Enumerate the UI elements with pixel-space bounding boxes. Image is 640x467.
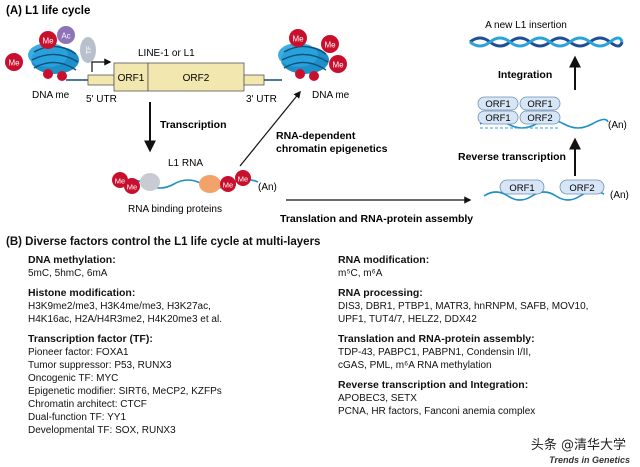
factor-list-line: H4K16ac, H2A/H4R3me2, H4K20me3 et al.: [28, 314, 222, 325]
l1-life-cycle-diagram: (A) L1 life cycle Me Me Ac DNA me TF LIN…: [5, 5, 629, 225]
orf2-protein: [519, 110, 561, 125]
factor-list-line: TDP-43, PABPC1, PABPN1, Condensin I/II,: [338, 347, 532, 358]
panel-b-heading: (B) Diverse factors control the L1 life …: [6, 236, 321, 248]
factor-category-heading: RNA processing:: [338, 287, 423, 299]
panel-b-left-column: DNA methylation: 5mC, 5hmC, 6mA Histone mo…: [28, 254, 328, 437]
orf1-protein: [477, 96, 519, 111]
svg-text:Me: Me: [324, 41, 336, 50]
svg-text:TF: TF: [86, 46, 93, 55]
svg-text:ORF1: ORF1: [485, 99, 510, 110]
svg-text:Me: Me: [127, 183, 137, 192]
rna-dependent-label-2: chromatin epigenetics: [276, 143, 388, 155]
svg-text:Me: Me: [223, 181, 233, 190]
orf1-protein: [477, 110, 519, 125]
me-marker: Me: [39, 31, 57, 49]
l1-rna-label: L1 RNA: [168, 158, 203, 169]
svg-text:ORF1: ORF1: [527, 99, 552, 110]
factor-list-line: UPF1, TUT4/7, HELZ2, DDX42: [338, 314, 477, 325]
factor-list-line: m⁵C, m⁶A: [338, 268, 383, 279]
utr5-label: 5' UTR: [86, 94, 117, 105]
rna-dependent-label: RNA-dependent: [276, 130, 356, 142]
svg-text:ORF1: ORF1: [485, 113, 510, 124]
factor-list-line: cGAS, PML, m⁶A RNA methylation: [338, 360, 492, 371]
new-insertion-helix: [469, 36, 624, 48]
factor-list-line: Developmental TF: SOX, RUNX3: [28, 425, 176, 436]
tf-protein: TF: [80, 37, 96, 63]
svg-text:ORF1: ORF1: [509, 183, 534, 194]
me-marker: Me: [5, 53, 23, 71]
tss-arrow: [91, 58, 112, 72]
factor-list-line: Epigenetic modifier: SIRT6, MeCP2, KZFPs: [28, 386, 222, 397]
rnp-rna-strand: [483, 190, 605, 201]
dna-me-label: DNA me: [312, 90, 350, 101]
watermark: 头条 @清华大学: [530, 438, 626, 453]
me-marker: Me: [112, 172, 128, 188]
factor-list-line: Chromatin architect: CTCF: [28, 399, 147, 410]
factor-category-heading: RNA modification:: [338, 254, 430, 266]
factor-category-heading: DNA methylation:: [28, 254, 116, 266]
dna-me-label: DNA me: [32, 90, 70, 101]
ac-marker: Ac: [57, 26, 75, 44]
factor-list-line: PCNA, HR factors, Fanconi anemia complex: [338, 406, 536, 417]
panel-a-heading: (A) L1 life cycle: [6, 5, 90, 17]
me-marker: Me: [289, 29, 307, 47]
factor-list-line: H3K9me2/me3, H3K4me/me3, H3K27ac,: [28, 301, 211, 312]
panel-b-right-column: RNA modification: m⁵C, m⁶A RNA processing:…: [338, 254, 634, 418]
rna-binding-protein: [140, 173, 160, 191]
me-marker: Me: [321, 35, 339, 53]
factor-category-heading: Histone modification:: [28, 287, 136, 299]
utr3-box: [243, 74, 265, 86]
factor-list-line: APOBEC3, SETX: [338, 393, 417, 404]
orf1-label: ORF1: [118, 73, 145, 84]
factor-category-heading: Reverse transcription and Integration:: [338, 379, 529, 391]
integration-label: Integration: [498, 69, 552, 81]
rna-dependent-arrow: [239, 90, 301, 167]
rna-an-label: (An): [258, 182, 277, 193]
transcription-label: Transcription: [160, 119, 227, 131]
svg-text:Ac: Ac: [61, 32, 70, 41]
rna-binding-protein: [199, 175, 221, 193]
me-marker: Me: [329, 55, 347, 73]
reverse-transcription-label: Reverse transcription: [458, 151, 566, 163]
svg-text:Me: Me: [115, 177, 125, 186]
factor-category-heading: Transcription factor (TF):: [28, 333, 153, 345]
utr3-label: 3' UTR: [246, 94, 277, 105]
intermediate-an-label: (An): [608, 120, 627, 131]
orf2-box: [147, 62, 245, 92]
factor-category-heading: Translation and RNA-protein assembly:: [338, 333, 535, 345]
orf2-label: ORF2: [183, 73, 210, 84]
factor-list-line: 5mC, 5hmC, 6mA: [28, 268, 108, 279]
rna-binding-label: RNA binding proteins: [128, 204, 222, 215]
orf1-box: [113, 62, 149, 92]
svg-text:ORF2: ORF2: [527, 113, 552, 124]
svg-text:ORF2: ORF2: [569, 183, 594, 194]
utr5-box: [87, 74, 115, 86]
orf1-protein: [519, 96, 561, 111]
new-insertion-label: A new L1 insertion: [485, 20, 567, 31]
factor-list-line: Tumor suppressor: P53, RUNX3: [28, 360, 172, 371]
me-marker: Me: [124, 178, 140, 194]
line1-label: LINE-1 or L1: [138, 48, 195, 59]
factor-list-line: DIS3, DBR1, PTBP1, MATR3, hnRNPM, SAFB, …: [338, 301, 589, 312]
journal-label: Trends in Genetics: [549, 455, 630, 465]
factor-list-line: Pioneer factor: FOXA1: [28, 347, 129, 358]
orf1-protein: [499, 179, 545, 195]
svg-text:Me: Me: [292, 35, 304, 44]
rnp-an-label: (An): [610, 190, 629, 201]
me-marker: Me: [235, 170, 251, 186]
svg-text:Me: Me: [42, 37, 54, 46]
svg-text:Me: Me: [332, 61, 344, 70]
factor-list-line: Oncogenic TF: MYC: [28, 373, 119, 384]
translation-label: Translation and RNA-protein assembly: [280, 213, 473, 225]
orf2-protein: [559, 179, 605, 195]
me-marker: Me: [220, 176, 236, 192]
nucleosome-right: [278, 43, 329, 81]
svg-text:Me: Me: [238, 175, 248, 184]
svg-text:Me: Me: [8, 59, 20, 68]
factor-list-line: Dual-function TF: YY1: [28, 412, 127, 423]
nucleosome-left: [28, 43, 79, 81]
